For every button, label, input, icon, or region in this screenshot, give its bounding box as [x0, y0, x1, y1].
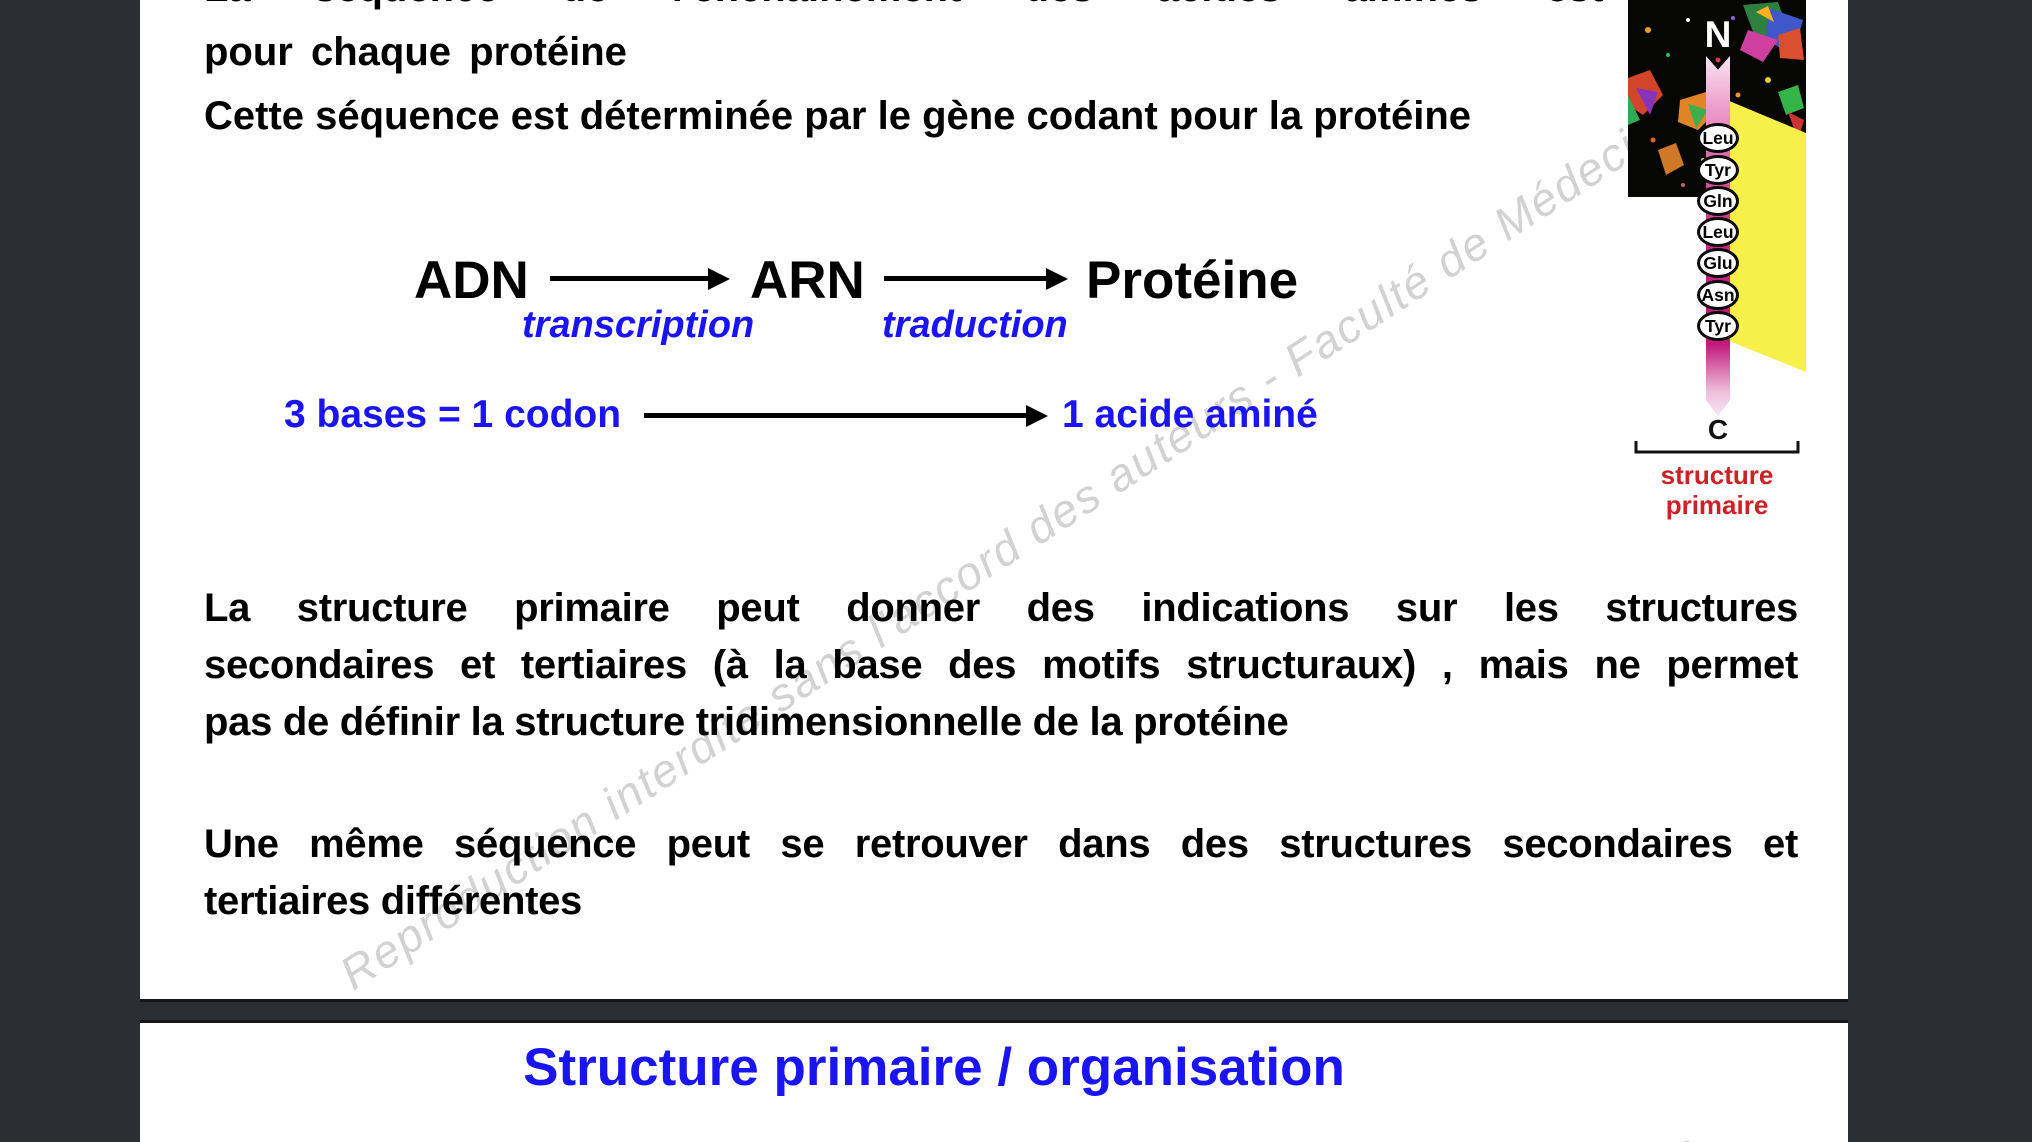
residue-badge: Leu [1697, 217, 1739, 247]
residue-badge: Asn [1697, 280, 1739, 310]
dogma-arn-label: ARN [750, 251, 865, 310]
yellow-highlight [1727, 100, 1806, 372]
intro-line-2: pour chaque protéine [204, 30, 627, 74]
residue-badge: Glu [1697, 248, 1739, 278]
residue-badge: Gln [1697, 186, 1739, 216]
arrow-codon-to-aa [644, 413, 1026, 418]
traduction-label: traduction [882, 304, 1068, 346]
arrow-arn-to-protein [884, 276, 1046, 281]
body1-line-1: La structure primaire peut donner des in… [204, 586, 1798, 630]
intro-line-3: Cette séquence est déterminée par le gèn… [204, 94, 1472, 138]
slide-page-2: Reproduction interdite sans l'accord des… [140, 1020, 1848, 1142]
arrow-adn-to-arn [550, 276, 708, 281]
dogma-protein-label: Protéine [1086, 251, 1299, 310]
figure-caption: structure primaire [1628, 460, 1806, 520]
slide-page-1: Reproduction interdite sans l'accord des… [140, 0, 1848, 1002]
primary-structure-bracket [1634, 441, 1800, 454]
body2-line-1: Une même séquence peut se retrouver dans… [204, 822, 1798, 866]
primary-structure-figure: N Leu Tyr Gln Leu Glu Asn Tyr C structur… [1628, 0, 1806, 545]
residue-badge: Leu [1697, 123, 1739, 153]
n-terminus-label: N [1704, 14, 1732, 55]
dogma-adn-label: ADN [414, 251, 529, 310]
figure-caption-line2: primaire [1665, 490, 1769, 520]
transcription-label: transcription [522, 304, 755, 346]
residue-badge: Tyr [1697, 155, 1739, 185]
codon-left-label: 3 bases = 1 codon [284, 393, 622, 436]
intro-line-cutoff: La séquence de l'enchaînement des acides… [204, 0, 1798, 11]
residue-badge: Tyr [1697, 311, 1739, 341]
body2-line-2: tertiaires différentes [204, 879, 582, 923]
body1-line-3: pas de définir la structure tridimension… [204, 700, 1289, 744]
slide2-title: Structure primaire / organisation [523, 1038, 1345, 1097]
c-terminus-label: C [1707, 414, 1729, 445]
body1-line-2: secondaires et tertiaires (à la base des… [204, 643, 1798, 687]
codon-right-label: 1 acide aminé [1062, 393, 1318, 436]
figure-caption-line1: structure [1660, 460, 1774, 490]
watermark-text: Reproduction interdite sans l'accord des… [776, 1121, 1710, 1142]
